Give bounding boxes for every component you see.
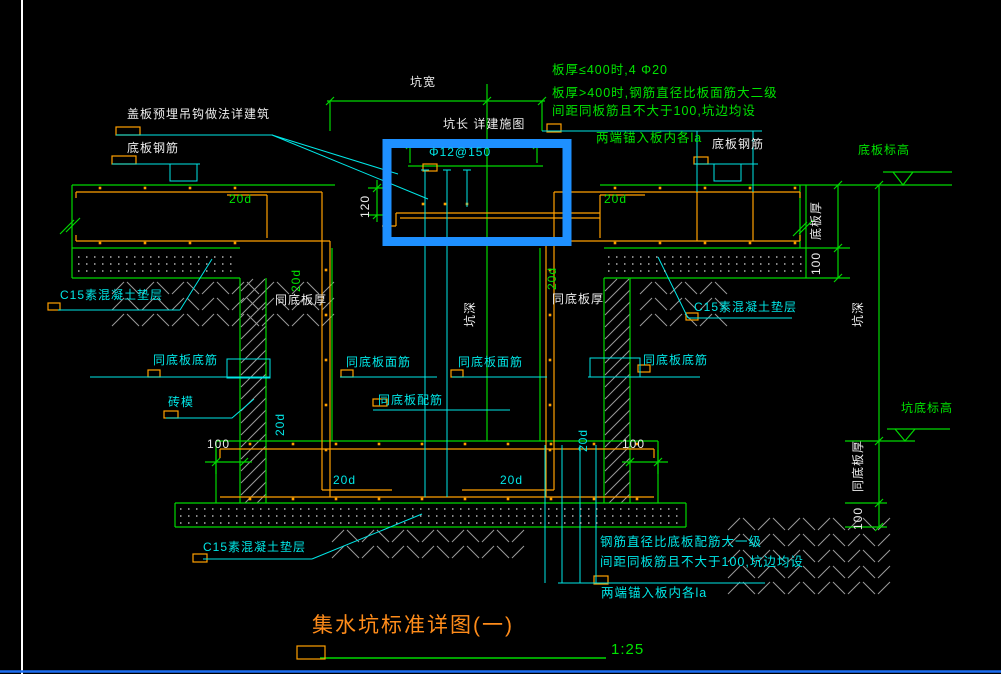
note-bottom-2: 间距同板筋且不大于100,坑边均设 [600, 555, 804, 569]
c15-cushion-label-right: C15素混凝土垫层 [694, 300, 798, 314]
pit-length-dim: 坑长 详建施图 [443, 117, 526, 131]
mesh-label: Φ12@150 [429, 145, 492, 159]
slab-reinforcement-label: 同底板配筋 [378, 393, 444, 407]
wall-thickness-dim-right: 同底板厚 [552, 292, 605, 306]
pit-depth-dim-center: 坑深 [463, 300, 477, 327]
c15-cushion-label-left: C15素混凝土垫层 [60, 288, 164, 302]
title-marker [296, 645, 326, 660]
highlight-box [382, 139, 572, 246]
pit-width-dim: 坑宽 [410, 75, 437, 89]
note-top-4: 两端锚入板内各la [596, 131, 703, 145]
dim-100-left: 100 [207, 437, 231, 451]
dim-20d-lower-left: 20d [273, 412, 287, 436]
wall-thickness-dim-left: 同底板厚 [275, 293, 328, 307]
dim-20d-wall-right: 20d [545, 266, 559, 290]
cover-hook-label: 盖板预埋吊钩做法详建筑 [127, 107, 271, 121]
slab-rebar-label-right: 底板钢筋 [712, 137, 765, 151]
note-bottom-1: 钢筋直径比底板配筋大一级 [600, 535, 763, 549]
dim-100-bottom-right: 100 [851, 506, 865, 530]
drawing-scale: 1:25 [611, 641, 645, 658]
slab-top-rebar-label-right: 同底板面筋 [458, 355, 524, 369]
note-top-2: 板厚>400时,钢筋直径比板面筋大二级 [552, 86, 778, 100]
slab-rebar-label-left: 底板钢筋 [127, 141, 180, 155]
rebar-dots [98, 186, 797, 501]
brick-form-label: 砖模 [168, 395, 195, 409]
note-top-3: 间距同板筋且不大于100,坑边均设 [552, 104, 756, 118]
dim-20d-bottom-right: 20d [500, 473, 524, 487]
slab-elevation-label: 底板标高 [858, 143, 911, 157]
dim-100-slab-right: 100 [809, 251, 823, 275]
leader-lines [58, 130, 792, 584]
slab-top-rebar-label-left: 同底板面筋 [346, 355, 412, 369]
dim-20d-bottom-left: 20d [333, 473, 357, 487]
concrete-outlines [59, 84, 952, 659]
pit-depth-dim-right: 坑深 [851, 300, 865, 327]
note-top-1: 板厚≤400时,4 Φ20 [552, 63, 668, 77]
dim-100-right: 100 [622, 437, 646, 451]
same-thickness-dim-bottom-right: 同底板厚 [851, 439, 865, 492]
dim-20d-wall-left: 20d [289, 268, 303, 292]
dim-20d-top-right: 20d [604, 192, 628, 206]
slab-bottom-rebar-label-left: 同底板底筋 [153, 353, 219, 367]
dim-20d-lower-right: 20d [576, 428, 590, 452]
note-bottom-3: 两端锚入板内各la [601, 586, 708, 600]
cushion-stipple [78, 256, 804, 524]
rebar-lines [47, 123, 801, 660]
drawing-title: 集水坑标准详图(一) [312, 614, 514, 637]
dim-20d-top-left: 20d [229, 192, 253, 206]
pit-bottom-elevation-label: 坑底标高 [901, 401, 954, 415]
slab-bottom-rebar-label-right: 同底板底筋 [643, 353, 709, 367]
dim-120: 120 [358, 194, 372, 218]
slab-thickness-dim: 底板厚 [809, 200, 823, 240]
c15-cushion-label-bottom: C15素混凝土垫层 [203, 540, 307, 554]
